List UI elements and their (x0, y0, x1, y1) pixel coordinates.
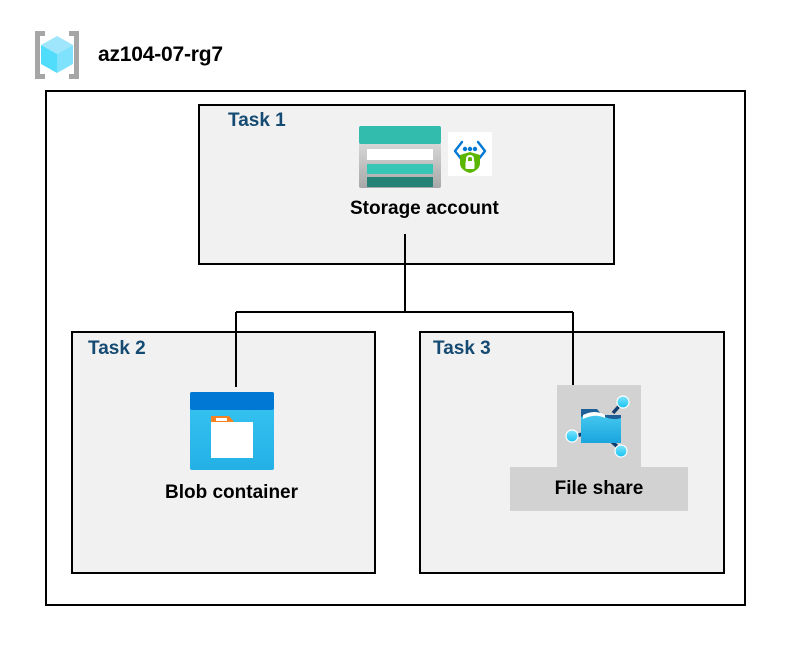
storage-icon-row (357, 124, 492, 190)
task-2-label: Task 2 (88, 338, 146, 359)
file-share-icon (563, 391, 635, 461)
task-3-label: Task 3 (433, 338, 491, 359)
storage-account-label: Storage account (350, 198, 499, 219)
task-1-label: Task 1 (228, 110, 286, 131)
blob-container-node: Blob container (159, 388, 304, 506)
storage-account-node: Storage account (344, 124, 505, 222)
file-share-node: File share (510, 385, 688, 511)
resource-group-name: az104-07-rg7 (98, 43, 223, 66)
blob-container-icon (187, 388, 277, 474)
encryption-shield-icon (447, 124, 492, 176)
file-share-icon-backdrop (557, 385, 641, 467)
storage-account-icon (357, 124, 443, 190)
file-share-label: File share (510, 467, 688, 511)
resource-group-cube-icon (30, 28, 84, 82)
blob-container-label: Blob container (165, 482, 299, 503)
resource-group-header: az104-07-rg7 (30, 28, 223, 82)
